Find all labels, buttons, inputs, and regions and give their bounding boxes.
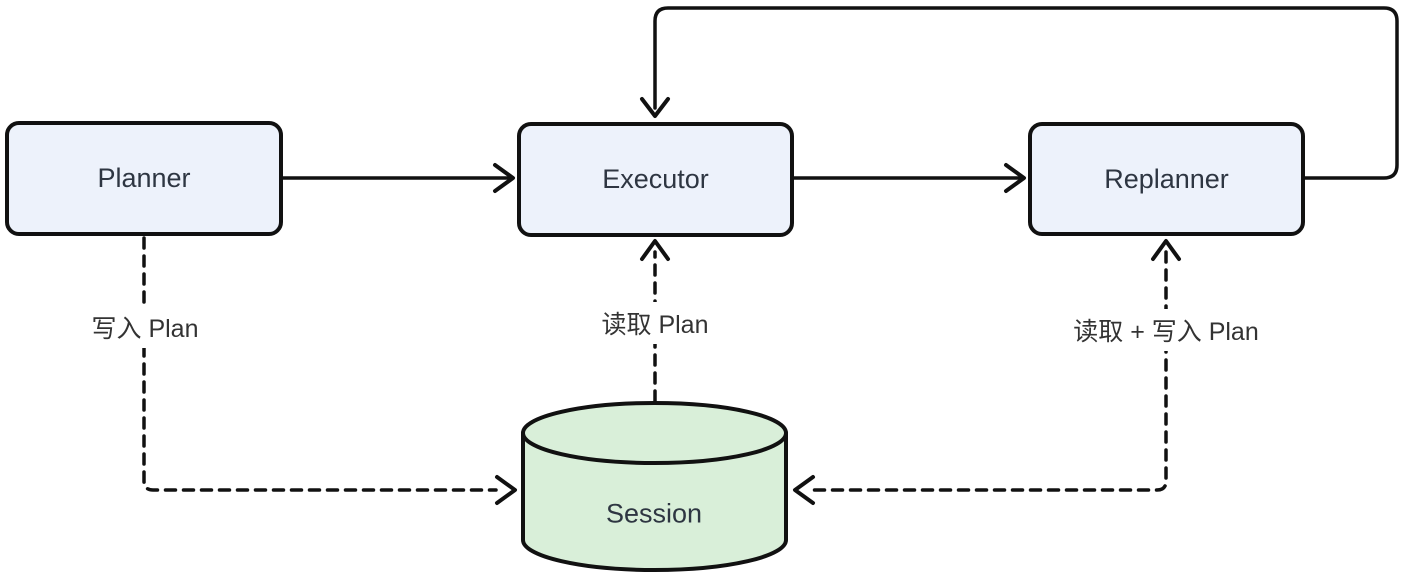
database-cylinder [521, 401, 788, 572]
edge-label-read-plan: 读取 Plan [591, 302, 719, 344]
edge-label-write-plan: 写入 Plan [81, 306, 209, 348]
node-session-label: Session [605, 498, 703, 529]
arrowhead-replanner-executor-loop [640, 97, 670, 118]
database-cylinder-top [521, 401, 788, 465]
arrowhead-planner-executor [493, 163, 515, 193]
node-planner-label: Planner [97, 163, 191, 193]
edge-replanner-executor-loop-line [653, 6, 1399, 180]
database-cylinder-body [521, 431, 788, 572]
node-planner: Planner [5, 121, 283, 236]
node-replanner-label: Replanner [1104, 163, 1229, 194]
arrowhead-replanner-session [793, 475, 815, 505]
edge-label-read-write-plan: 读取 + 写入 Plan [1063, 309, 1269, 351]
node-executor: Executor [517, 122, 794, 237]
edge-planner-session-line [142, 236, 498, 492]
arrowhead-session-executor [640, 239, 670, 261]
node-executor-label: Executor [602, 164, 709, 194]
arrowhead-executor-replanner [1004, 163, 1026, 193]
arrowhead-session-replanner [1151, 239, 1181, 261]
edge-replanner-session-line [811, 250, 1168, 492]
arrowhead-planner-session [495, 475, 517, 505]
connectors-group [142, 6, 1399, 572]
node-replanner: Replanner [1028, 122, 1305, 236]
